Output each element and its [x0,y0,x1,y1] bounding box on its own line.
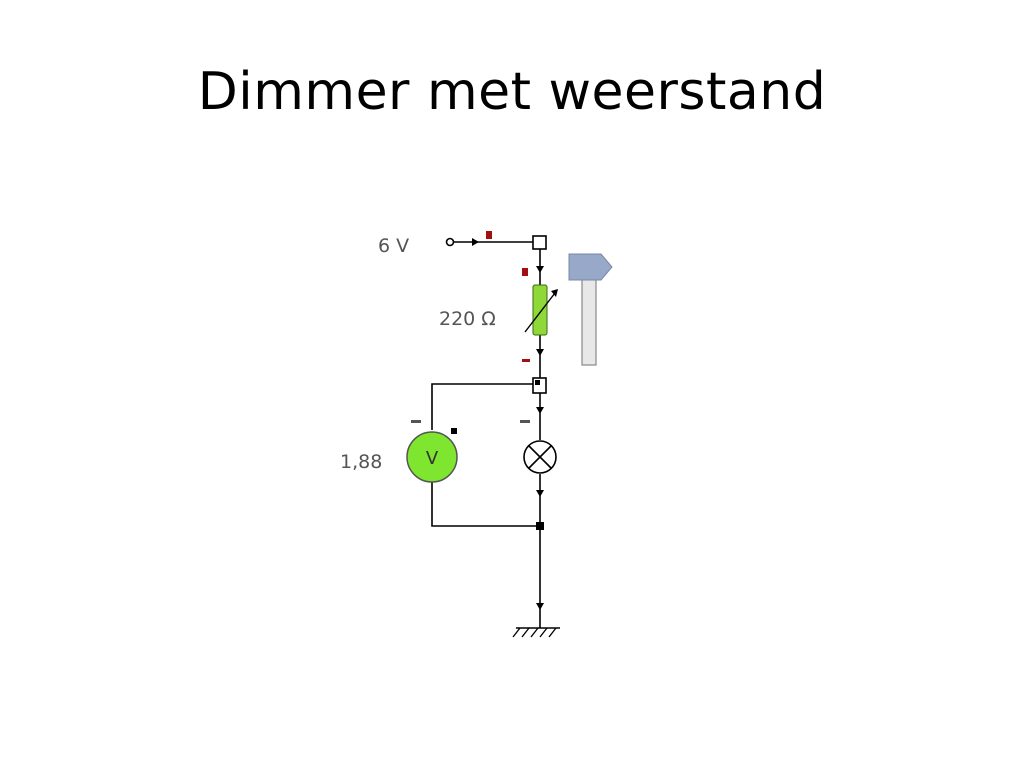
resistor-value-label: 220 Ω [439,308,496,330]
red-marker [522,268,528,276]
voltmeter-icon: V [406,431,458,483]
meter-reading-label: 1,88 [340,451,382,473]
meter-symbol: V [426,448,439,469]
red-marker [486,231,492,239]
ground-icon [512,627,560,638]
pointer-icon[interactable] [568,253,613,366]
meter-branch-wire [431,383,540,527]
red-marker [522,359,530,362]
source-terminal-icon [445,237,533,247]
marker-dash [411,420,421,423]
marker-dash [451,428,457,434]
source-voltage-label: 6 V [378,235,409,257]
circuit-diagram: 6 V 220 Ω 1,88 [340,231,613,638]
slide-title: Dimmer met weerstand [197,62,827,122]
node-box-top [532,235,547,250]
marker-dash [520,420,530,423]
current-arrows [536,266,544,610]
junction-dot [536,522,544,530]
variable-resistor-icon [524,284,558,336]
lamp-icon [523,440,557,474]
